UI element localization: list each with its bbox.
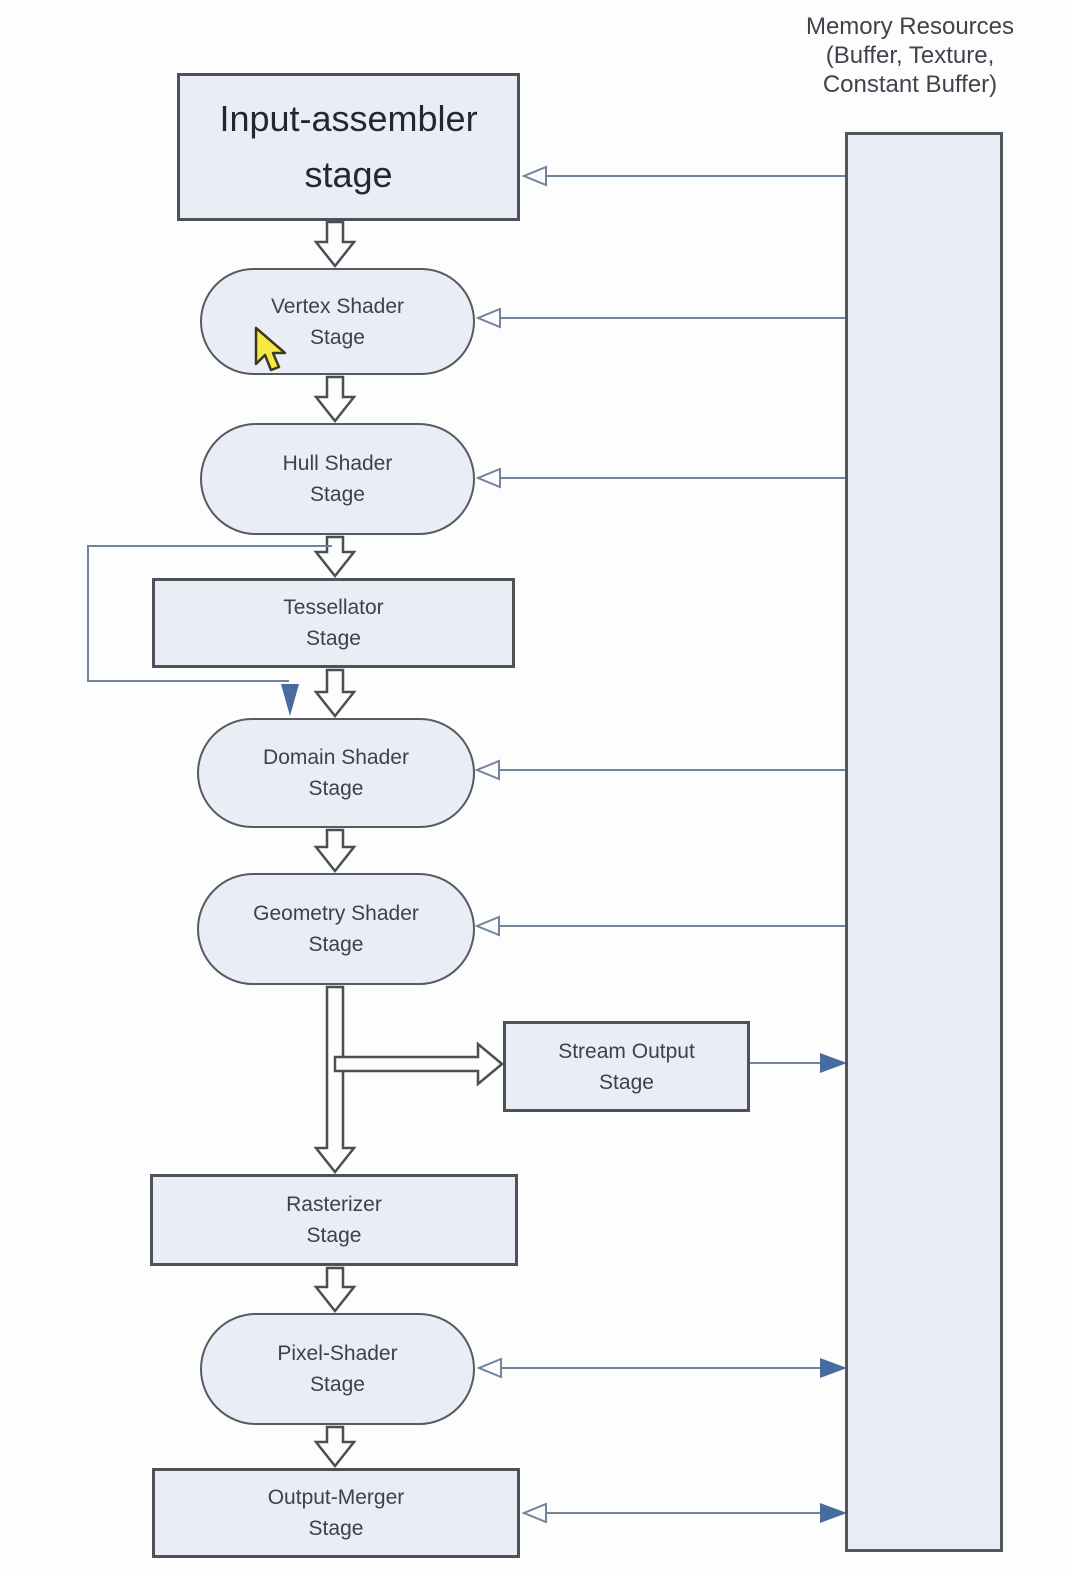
stage-stream-output: Stream Output Stage [503, 1021, 750, 1112]
memory-label-line1: Memory Resources [805, 13, 1015, 40]
memory-label-line2: (Buffer, Texture, [825, 42, 995, 69]
stage-output-merger: Output-Merger Stage [152, 1468, 520, 1558]
flow-arrow-rasterizer-to-ps [313, 1266, 357, 1314]
stage-geometry-shader: Geometry Shader Stage [197, 873, 475, 985]
stage-label: Stream Output [558, 1039, 695, 1063]
stage-hull-shader: Hull Shader Stage [200, 423, 475, 535]
stage-label: Stage [310, 483, 365, 506]
stage-label: stage [304, 154, 393, 195]
read-arrowhead-hull-shader [475, 467, 501, 489]
stage-label: Output-Merger [267, 1486, 405, 1509]
stage-label: Pixel-Shader [277, 1342, 398, 1365]
stage-label: Vertex Shader [270, 294, 405, 318]
memory-label-line3: Constant Buffer) [822, 71, 998, 98]
flow-arrow-hs-to-tess [313, 535, 357, 579]
stage-rasterizer: Rasterizer Stage [150, 1174, 518, 1266]
mouse-cursor-icon [254, 326, 287, 372]
stage-label: Input-assembler [219, 98, 478, 139]
bypass-line-hull-to-domain [87, 545, 332, 682]
stage-label: Domain Shader [263, 746, 409, 769]
stage-tessellator: Tessellator Stage [152, 578, 515, 668]
read-arrowhead-domain-shader [474, 759, 500, 781]
bypass-arrowhead-domain-shader [281, 684, 299, 716]
write-arrowhead-stream-output [820, 1053, 847, 1073]
stage-vertex-shader: Vertex Shader Stage [200, 268, 475, 375]
stage-label: Stage [310, 325, 365, 349]
stage-domain-shader: Domain Shader Stage [197, 718, 475, 828]
stage-label: Stage [308, 933, 364, 956]
read-arrowhead-geometry-shader [474, 915, 500, 937]
stage-label: Stage [599, 1070, 654, 1094]
stage-label: Geometry Shader [253, 902, 419, 925]
stage-label: Stage [308, 777, 364, 800]
flow-arrow-ds-to-gs [313, 828, 357, 874]
stage-label: Stage [306, 1224, 362, 1247]
stage-input-assembler: Input-assembler stage [177, 73, 520, 221]
stage-label: Stage [306, 627, 361, 650]
read-arrowhead-input-assembler [521, 165, 547, 187]
flow-arrow-vs-to-hs [313, 375, 357, 424]
memory-resources-label: Memory Resources (Buffer, Texture, Const… [780, 12, 1040, 99]
stage-label: Stage [308, 1517, 364, 1540]
read-arrowhead-vertex-shader [475, 307, 501, 329]
flow-arrow-gs-to-rasterizer [313, 985, 357, 1175]
write-arrowhead-output-merger [820, 1503, 847, 1523]
stage-label: Hull Shader [282, 452, 393, 475]
memory-resources-box [845, 132, 1003, 1552]
read-arrowhead-pixel-shader [476, 1357, 502, 1379]
flow-arrow-ia-to-vs [313, 220, 357, 269]
flow-arrow-ps-to-om [313, 1425, 357, 1469]
read-arrowhead-output-merger [521, 1502, 547, 1524]
flow-arrow-branch-to-stream-output [333, 1041, 504, 1087]
stage-label: Stage [310, 1373, 365, 1396]
stage-pixel-shader: Pixel-Shader Stage [200, 1313, 475, 1425]
stage-label: Tessellator [283, 596, 384, 619]
flow-arrow-tess-to-ds [313, 668, 357, 719]
stage-label: Rasterizer [286, 1193, 382, 1216]
write-arrowhead-pixel-shader [820, 1358, 847, 1378]
